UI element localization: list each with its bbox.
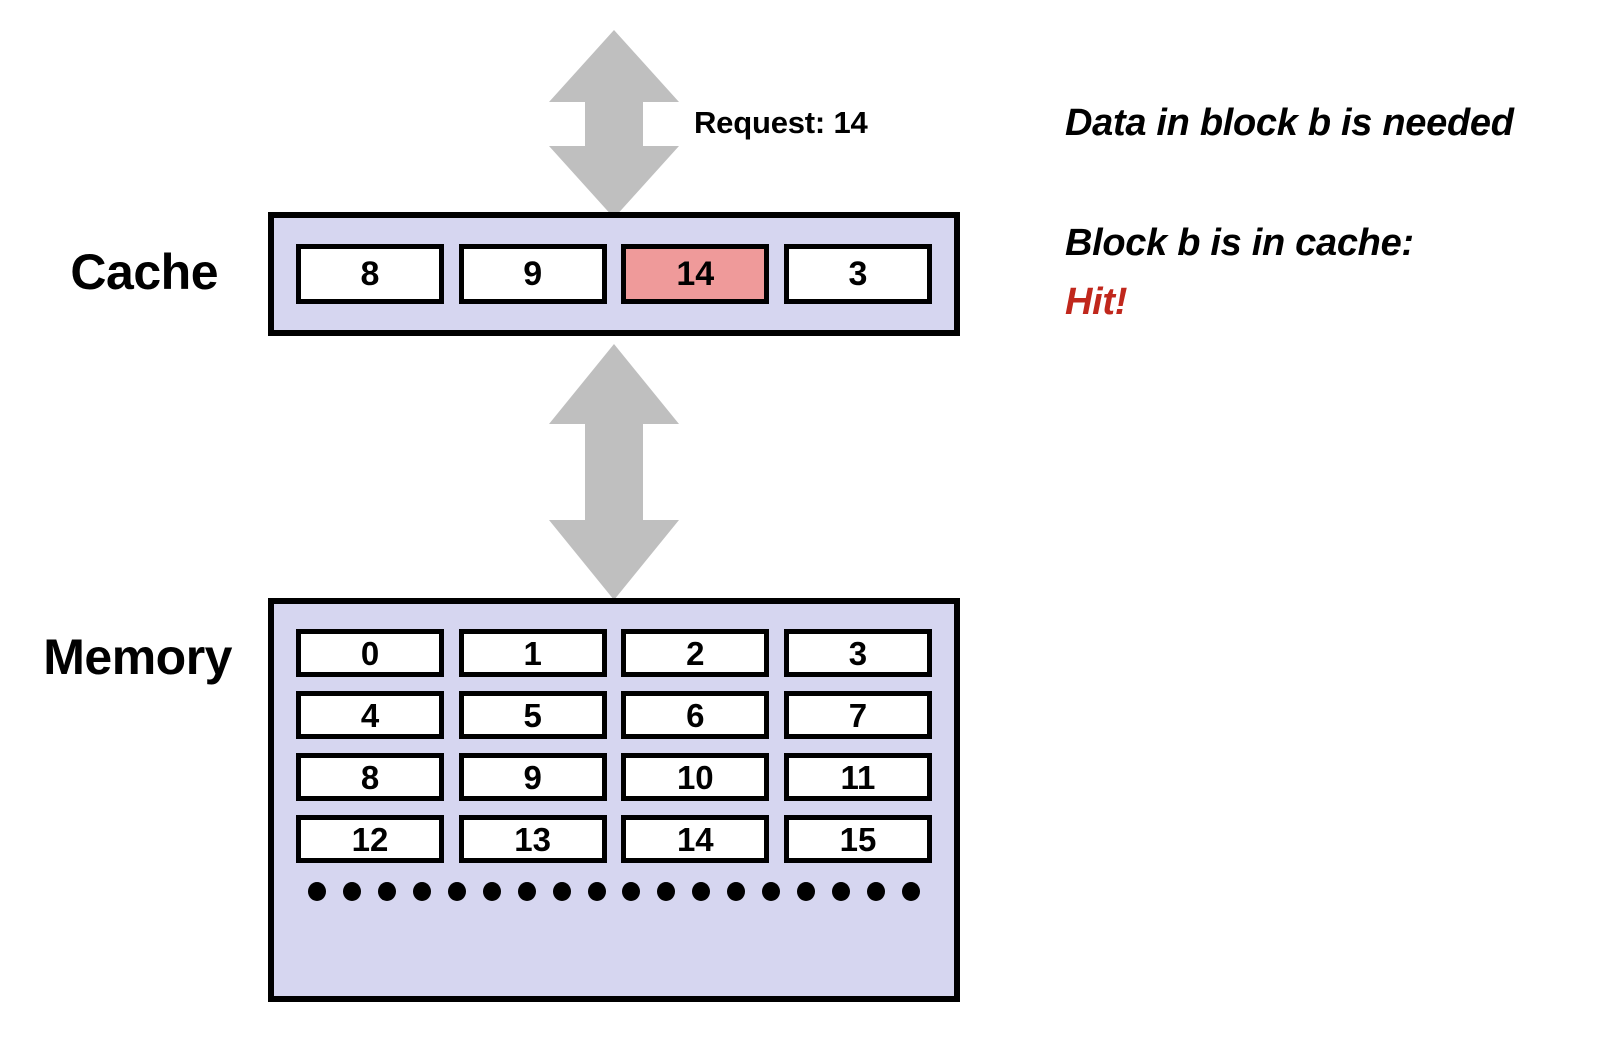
memory-cell[interactable]: 7: [783, 691, 932, 739]
memory-cell[interactable]: 0: [296, 629, 444, 677]
memory-cell[interactable]: 5: [458, 691, 607, 739]
ellipsis-dot: [552, 882, 571, 901]
memory-cell[interactable]: 13: [458, 815, 607, 863]
memory-cell[interactable]: 9: [458, 753, 607, 801]
ellipsis-dot: [412, 882, 431, 901]
ellipsis-dot: [308, 882, 326, 901]
ellipsis-dot: [342, 882, 361, 901]
ellipsis-dot: [901, 882, 920, 901]
request-label: Request: 14: [694, 105, 868, 140]
memory-row: 8 9 10 11: [296, 753, 932, 801]
cache-label: Cache: [70, 244, 218, 300]
memory-cell[interactable]: 6: [621, 691, 770, 739]
memory-label: Memory: [43, 629, 232, 685]
ellipsis-dot: [727, 882, 746, 901]
cache-cell-highlighted[interactable]: 14: [621, 244, 770, 304]
memory-row: 4 5 6 7: [296, 691, 932, 739]
cache-memory-double-arrow-icon: [549, 344, 679, 600]
ellipsis-dot: [622, 882, 641, 901]
ellipsis-dot: [657, 882, 676, 901]
ellipsis-dot: [692, 882, 711, 901]
note-data-needed: Data in block b is needed: [1065, 102, 1514, 144]
note-hit: Hit!: [1065, 281, 1128, 323]
cache-cell[interactable]: 8: [296, 244, 444, 304]
memory-container: 0 1 2 3 4 5 6 7 8 9 10 11 12 13 14 15: [268, 598, 960, 1002]
note-block-in-cache: Block b is in cache:: [1065, 222, 1414, 264]
memory-cell[interactable]: 12: [296, 815, 444, 863]
ellipsis-dot: [762, 882, 781, 901]
memory-row: 0 1 2 3: [296, 629, 932, 677]
ellipsis-dot: [832, 882, 851, 901]
ellipsis-dot: [517, 882, 536, 901]
memory-cell[interactable]: 3: [783, 629, 932, 677]
ellipsis-dot: [377, 882, 396, 901]
memory-cell[interactable]: 8: [296, 753, 444, 801]
memory-cell[interactable]: 1: [458, 629, 607, 677]
ellipsis-dot: [797, 882, 816, 901]
cpu-cache-double-arrow-icon: [549, 30, 679, 218]
memory-cell[interactable]: 10: [621, 753, 770, 801]
memory-cell[interactable]: 4: [296, 691, 444, 739]
ellipsis-dot: [587, 882, 606, 901]
ellipsis-dot: [482, 882, 501, 901]
memory-cell[interactable]: 15: [783, 815, 932, 863]
ellipsis-dot: [447, 882, 466, 901]
memory-cell[interactable]: 11: [783, 753, 932, 801]
ellipsis-dot: [867, 882, 885, 901]
cache-cell[interactable]: 9: [458, 244, 607, 304]
memory-cell[interactable]: 14: [621, 815, 770, 863]
memory-ellipsis-dots: [296, 882, 932, 901]
memory-cell[interactable]: 2: [621, 629, 770, 677]
cache-cell[interactable]: 3: [783, 244, 932, 304]
cache-container: 8 9 14 3: [268, 212, 960, 336]
memory-row: 12 13 14 15: [296, 815, 932, 863]
